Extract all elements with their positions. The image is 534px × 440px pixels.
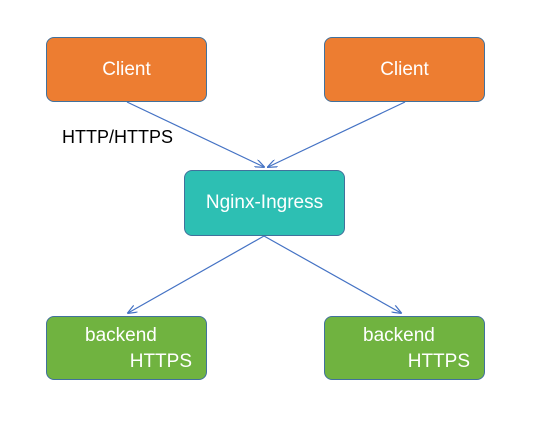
client-node-right-label: Client [380,58,429,80]
backend-node-left: backend HTTPS [46,316,207,380]
backend-node-right: backend HTTPS [324,316,485,380]
arrow-client-left-to-ingress [126,101,264,167]
client-node-left: Client [46,37,207,102]
arrow-ingress-to-backend-right [263,235,401,313]
client-node-left-label: Client [102,58,151,80]
nginx-ingress-node-label: Nginx-Ingress [205,192,324,213]
arrow-ingress-to-backend-left [128,235,265,313]
backend-node-left-protocol: HTTPS [129,351,192,372]
client-node-right: Client [324,37,485,102]
arrow-client-right-to-ingress [268,101,406,167]
nginx-ingress-node: Nginx-Ingress [184,170,345,236]
protocol-edge-label: HTTP/HTTPS [62,127,173,147]
backend-node-right-protocol: HTTPS [407,351,470,372]
backend-node-right-name: backend [363,325,435,346]
backend-node-left-name: backend [85,325,157,346]
